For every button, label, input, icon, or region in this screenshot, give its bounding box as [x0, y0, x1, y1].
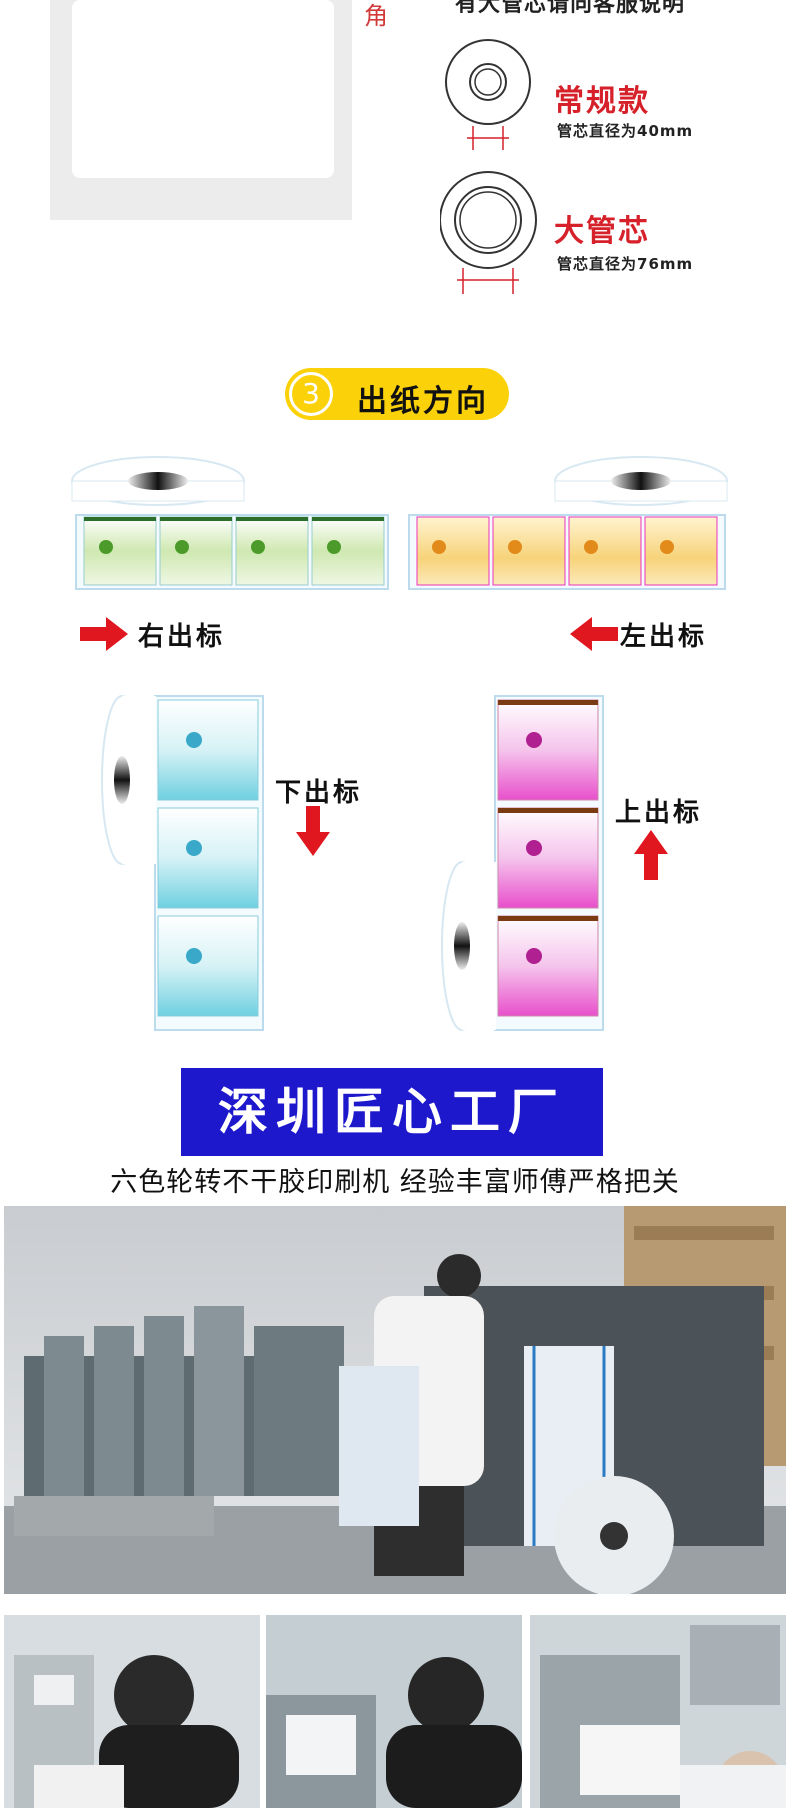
down-out-roll-illustration	[101, 695, 264, 1031]
factory-title: 深圳匠心工厂	[218, 1083, 566, 1141]
right-out-roll-illustration	[71, 456, 389, 590]
badge-title: 出纸方向	[357, 384, 489, 419]
corner-char: 角	[364, 2, 388, 30]
left-arrow-icon	[570, 617, 618, 651]
sample-card	[72, 0, 334, 178]
printing-press-photo	[4, 1206, 786, 1594]
left-out-roll-illustration	[408, 456, 728, 590]
regular-core-roll-icon	[445, 39, 531, 150]
worker-photo-2	[266, 1615, 522, 1808]
large-core-desc: 管芯直径为76mm	[557, 255, 694, 273]
down-out-label: 下出标	[275, 778, 363, 808]
right-out-label: 右出标	[138, 622, 226, 652]
worker-photo-1	[4, 1615, 260, 1808]
cyan-labels	[157, 699, 259, 1017]
large-core-title: 大管芯	[554, 214, 650, 249]
pink-labels	[497, 699, 599, 1017]
green-labels	[83, 516, 385, 586]
up-out-label: 上出标	[615, 798, 703, 828]
factory-banner: 深圳匠心工厂	[181, 1068, 603, 1156]
core-note: 有大管芯请向客服说明	[455, 0, 686, 17]
up-arrow-icon	[634, 830, 668, 880]
section-badge: 3 出纸方向	[285, 368, 509, 420]
right-arrow-icon	[80, 617, 128, 651]
regular-core-title: 常规款	[554, 84, 650, 119]
regular-core-desc: 管芯直径为40mm	[557, 122, 694, 140]
worker-photo-3	[530, 1615, 786, 1808]
orange-labels	[416, 516, 718, 586]
badge-number: 3	[289, 372, 333, 416]
large-core-roll-icon	[440, 171, 537, 294]
down-arrow-icon	[296, 806, 330, 856]
up-out-roll-illustration	[441, 695, 604, 1031]
left-out-label: 左出标	[620, 622, 708, 652]
factory-subtitle: 六色轮转不干胶印刷机 经验丰富师傅严格把关	[110, 1167, 680, 1198]
